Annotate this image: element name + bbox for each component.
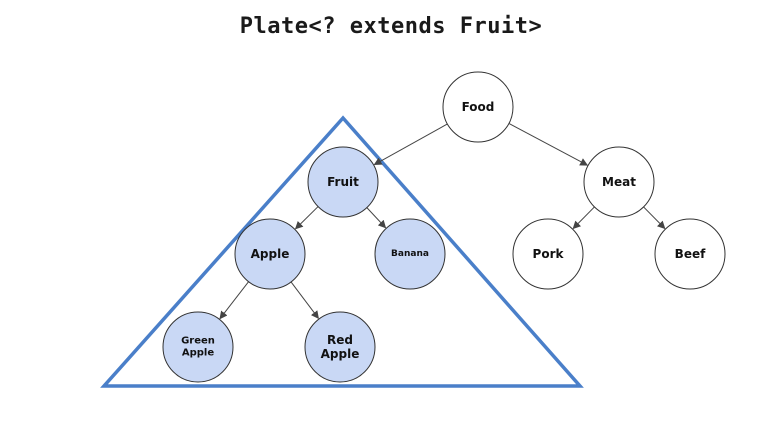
node-red-apple-label: Red — [327, 333, 353, 347]
node-banana-label: Banana — [391, 249, 429, 259]
node-pork: Pork — [512, 218, 584, 290]
edge-apple-to-green-apple — [219, 281, 249, 320]
edge-meat-to-beef — [643, 206, 666, 230]
node-pork-label: Pork — [533, 247, 565, 261]
node-food-label: Food — [462, 100, 495, 114]
node-fruit-circle — [307, 146, 379, 218]
node-beef-circle — [654, 218, 726, 290]
edge-fruit-to-banana — [366, 207, 387, 229]
node-green-apple-label: Apple — [182, 348, 214, 359]
node-red-apple-label: Apple — [321, 347, 360, 361]
node-apple-circle — [234, 218, 306, 290]
node-apple: Apple — [234, 218, 306, 290]
edge-food-to-fruit — [373, 123, 448, 166]
node-food: Food — [442, 71, 514, 143]
node-meat-circle — [583, 146, 655, 218]
diagram-title: Plate<? extends Fruit> — [239, 14, 543, 39]
edge-apple-to-red-apple — [290, 281, 319, 320]
node-banana-circle — [374, 218, 446, 290]
edge-fruit-to-apple — [294, 206, 319, 230]
edge-food-to-meat — [508, 122, 589, 166]
extends-fruit-region-triangle — [100, 115, 584, 388]
node-green-apple-label: Green — [181, 336, 215, 347]
node-beef: Beef — [654, 218, 726, 290]
node-pork-circle — [512, 218, 584, 290]
node-food-circle — [442, 71, 514, 143]
edges-layer — [219, 122, 666, 320]
node-fruit-label: Fruit — [327, 175, 359, 189]
node-beef-label: Beef — [675, 247, 706, 261]
node-meat-label: Meat — [602, 175, 636, 189]
node-red-apple-circle — [304, 311, 376, 383]
node-fruit: Fruit — [307, 146, 379, 218]
node-meat: Meat — [583, 146, 655, 218]
edge-meat-to-pork — [572, 206, 595, 230]
node-apple-label: Apple — [251, 247, 290, 261]
node-banana: Banana — [374, 218, 446, 290]
node-green-apple-circle — [162, 311, 234, 383]
